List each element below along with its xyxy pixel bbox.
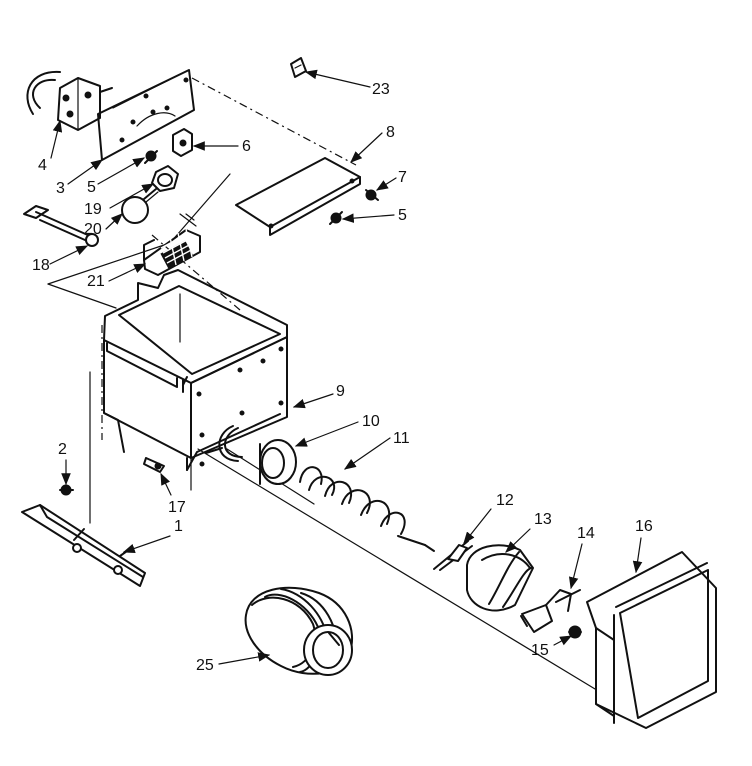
part-16-front-housing <box>586 551 717 729</box>
label-2: 2 <box>58 441 67 458</box>
arrow-23 <box>304 69 371 88</box>
arrow-7 <box>375 177 397 191</box>
label-6: 6 <box>242 138 251 155</box>
arrow-5b <box>341 213 395 223</box>
arrow-9 <box>292 393 334 409</box>
arrow-12 <box>463 508 492 544</box>
arrow-19 <box>109 183 155 209</box>
label-4: 4 <box>38 157 47 174</box>
part-20-bulb <box>121 188 159 224</box>
part-14-bracket <box>520 589 581 633</box>
label-21: 21 <box>87 273 105 290</box>
part-10-ring <box>259 439 297 485</box>
part-2-screw <box>59 484 74 496</box>
arrow-20 <box>105 213 123 230</box>
label-8: 8 <box>386 124 395 141</box>
arrow-16 <box>632 537 643 574</box>
part-5-screws <box>144 150 343 225</box>
label-17: 17 <box>168 499 186 516</box>
arrow-25 <box>218 652 271 665</box>
label-12: 12 <box>496 492 514 509</box>
label-3: 3 <box>56 180 65 197</box>
part-6-bracket <box>172 128 193 157</box>
part-4-motor <box>26 70 113 131</box>
label-19: 19 <box>84 201 102 218</box>
arrow-8 <box>350 132 383 163</box>
part-8-cover <box>235 157 361 236</box>
arrow-18 <box>49 245 89 265</box>
arrow-11 <box>344 437 391 470</box>
part-12-blade <box>433 540 473 571</box>
arrow-4 <box>50 119 63 159</box>
arrow-13 <box>505 528 531 553</box>
part-9-bucket <box>103 269 288 491</box>
part-15-nut <box>568 625 582 639</box>
arrow-17 <box>160 472 172 496</box>
part-labels: 23 8 6 7 5 4 3 5 19 20 18 21 9 10 11 2 1… <box>32 81 653 674</box>
part-7-screw <box>365 189 379 201</box>
label-9: 9 <box>336 383 345 400</box>
label-14: 14 <box>577 525 595 542</box>
assembly-lines <box>101 77 357 440</box>
arrow-3 <box>67 159 103 185</box>
part-19-socket <box>151 165 179 192</box>
label-16: 16 <box>635 518 653 535</box>
part-23-clip <box>290 57 307 78</box>
label-15: 15 <box>531 642 549 659</box>
label-20: 20 <box>84 221 102 238</box>
part-17-screw <box>143 457 165 473</box>
callout-arrows <box>49 69 643 665</box>
label-25: 25 <box>196 657 214 674</box>
arrow-15 <box>553 635 573 646</box>
arrow-14 <box>568 543 583 590</box>
label-5b: 5 <box>398 207 407 224</box>
part-21-grille <box>143 213 201 276</box>
arrow-10 <box>294 421 359 447</box>
label-23: 23 <box>372 81 390 98</box>
part-3-plate <box>97 69 195 161</box>
label-11: 11 <box>393 430 410 447</box>
part-25-sleeve <box>244 586 354 676</box>
label-13: 13 <box>534 511 552 528</box>
label-1: 1 <box>174 518 183 535</box>
label-7: 7 <box>398 169 407 186</box>
arrow-1 <box>122 535 171 553</box>
part-11-auger <box>299 466 435 552</box>
label-10: 10 <box>362 413 380 430</box>
arrow-21 <box>108 263 147 282</box>
label-18: 18 <box>32 257 50 274</box>
label-5a: 5 <box>87 179 96 196</box>
arrow-5a <box>97 157 146 185</box>
part-13-housing <box>466 544 534 612</box>
part-18-sensor <box>23 205 99 247</box>
part-1-rail <box>21 504 146 587</box>
